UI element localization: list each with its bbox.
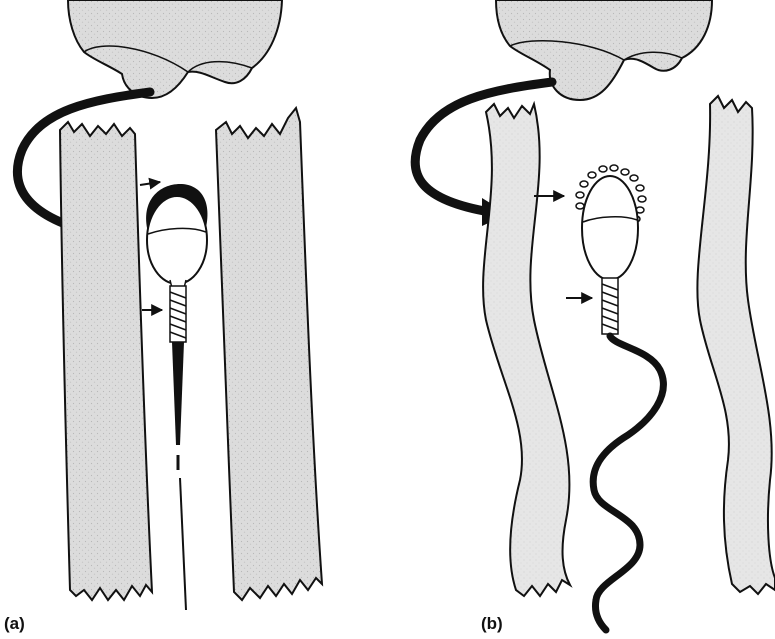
sperm-cell-b [576,165,663,630]
sperm-cell-a [146,184,207,610]
wavy-fiber-left [483,104,570,596]
pointer-arrow-acrosome-a [140,182,160,185]
panel-a [17,0,322,610]
panel-label-b: (b) [481,614,503,634]
midpiece-coil-a [170,286,186,342]
sperm-tail-b [593,336,663,630]
wavy-fiber-right [697,96,775,594]
sperm-tail-end-a [180,478,186,610]
straight-fiber-left [60,122,152,600]
sperm-head-b [582,176,638,280]
midpiece-coil-b [602,278,618,334]
source-organ-a [68,0,282,98]
sperm-head-a [147,196,207,284]
panel-label-a: (a) [4,614,25,634]
straight-fiber-right [216,108,322,600]
sperm-tail-a [172,342,184,445]
panel-b [415,0,775,630]
